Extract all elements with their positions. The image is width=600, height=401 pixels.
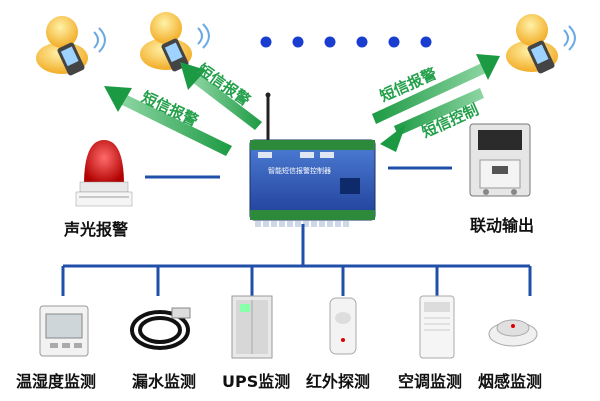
linkage-output-label: 联动输出 — [470, 216, 535, 235]
smoke-detector-icon — [488, 319, 538, 347]
controller-device — [249, 92, 376, 227]
arrow-sms-control — [380, 88, 484, 152]
sensor-label: 温湿度监测 — [16, 372, 97, 391]
sound-light-alarm-label: 声光报警 — [64, 220, 129, 239]
sensor-label: 空调监测 — [398, 372, 463, 391]
red-siren-icon — [75, 140, 133, 207]
user-phone-icon — [140, 12, 210, 72]
more-users-dots — [260, 36, 432, 48]
user-phone-icon — [506, 14, 576, 74]
water-leak-sensor-icon — [130, 307, 191, 350]
pir-detector-icon — [329, 297, 357, 355]
arrow-sms-alarm-up — [180, 62, 262, 130]
arrow-sms-alarm-left — [104, 86, 232, 156]
contactor-icon — [469, 123, 531, 197]
arrow-sms-alarm-right — [372, 54, 500, 124]
sensor-label: 烟感监测 — [478, 372, 543, 391]
controller-label: 智能短信报警控制器 — [268, 167, 331, 175]
connection-lines — [61, 166, 532, 296]
air-conditioner-icon — [419, 295, 455, 359]
ups-cabinet-icon — [231, 295, 273, 359]
user-phone-icon — [36, 16, 106, 76]
sensor-label: UPS监测 — [222, 372, 291, 391]
temp-humidity-sensor-icon — [39, 305, 89, 357]
sensor-label: 红外探测 — [306, 372, 371, 391]
sensor-label: 漏水监测 — [132, 372, 197, 391]
